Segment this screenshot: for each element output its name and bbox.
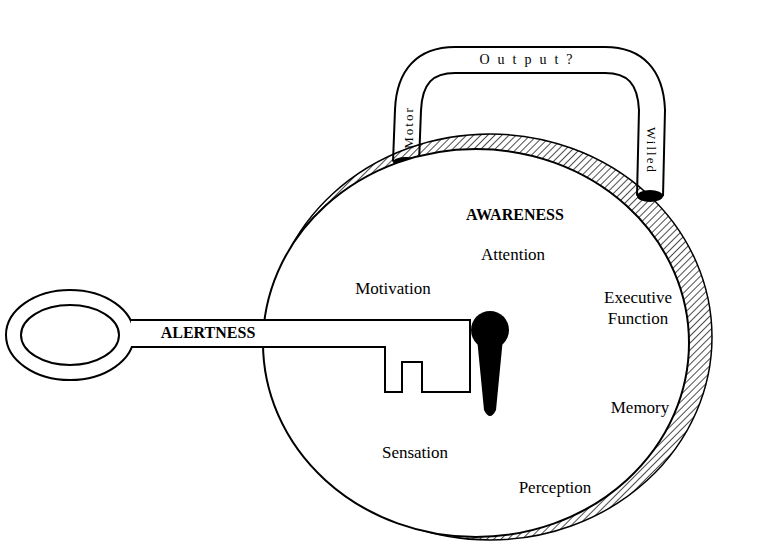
heading-label: AWARENESS [466, 205, 564, 225]
shackle-text: Output? [479, 53, 580, 67]
function-label: Attention [481, 244, 545, 265]
key-blade [131, 320, 470, 392]
function-label: Memory [611, 397, 670, 418]
keyhole [477, 338, 503, 416]
function-label: Executive Function [592, 287, 684, 330]
key-bow-hole [21, 305, 119, 365]
key-shape: ALERTNESS [0, 285, 475, 400]
key-bow [6, 290, 134, 380]
key-label: ALERTNESS [161, 323, 256, 343]
function-label: Perception [519, 477, 592, 498]
function-label: Sensation [382, 442, 448, 463]
shackle-foot [637, 190, 663, 202]
key-shape-outline [0, 285, 475, 400]
shackle-text: Motor [402, 106, 415, 149]
shackle-text: Willed [644, 127, 657, 174]
function-label: Motivation [355, 278, 431, 299]
